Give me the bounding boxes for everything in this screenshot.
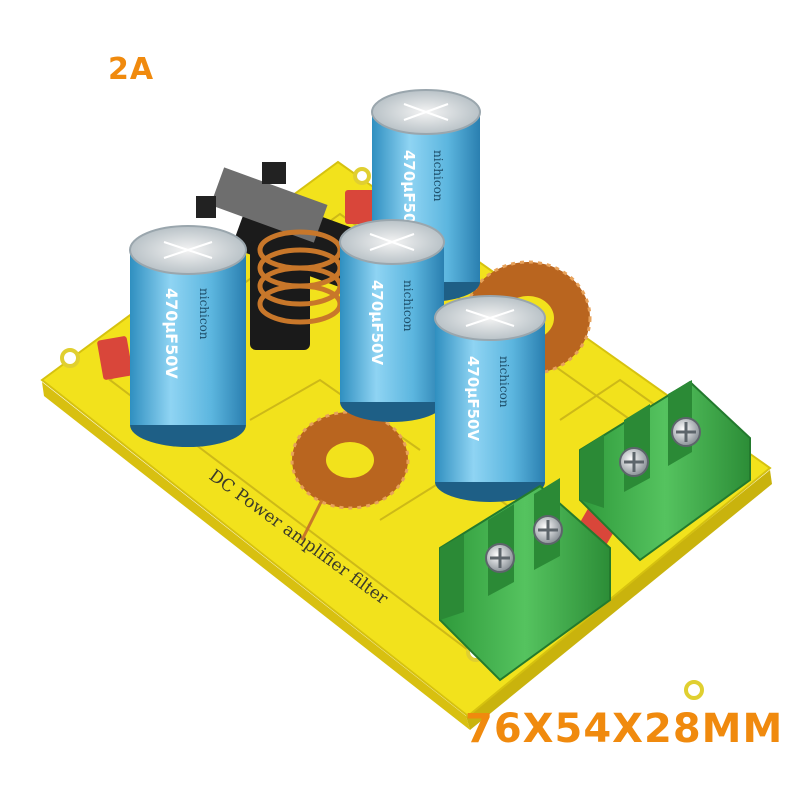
capacitor: nichicon 470μF50V [434, 295, 546, 502]
capacitor-rating: 470μF50V [162, 288, 181, 379]
pcb-edge-right [466, 470, 772, 730]
capacitor-brand: nichicon [497, 356, 511, 408]
resistor [97, 336, 133, 380]
toroid-inductor [290, 410, 410, 541]
capacitor-brand: nichicon [197, 288, 211, 340]
current-rating-caption: 2A [108, 52, 155, 87]
mounting-hole [353, 167, 371, 185]
mounting-hole [684, 680, 704, 700]
mounting-hole [60, 348, 80, 368]
capacitor: nichicon 470μF50V [339, 219, 445, 422]
pcb-edge [42, 382, 470, 730]
capacitor-brand: nichicon [431, 150, 445, 202]
capacitor-brand: nichicon [401, 280, 415, 332]
dimensions-caption: 76X54X28MM [465, 706, 784, 752]
capacitor-rating: 470μF50V [464, 356, 482, 441]
screw-terminal-block [439, 478, 611, 682]
screw-terminal-block [579, 380, 751, 562]
capacitor-rating: 470μF50V [400, 150, 418, 235]
capacitor: nichicon 470μF50V [129, 225, 247, 447]
resistor [345, 190, 375, 224]
capacitor-rating: 470μF50V [368, 280, 386, 365]
